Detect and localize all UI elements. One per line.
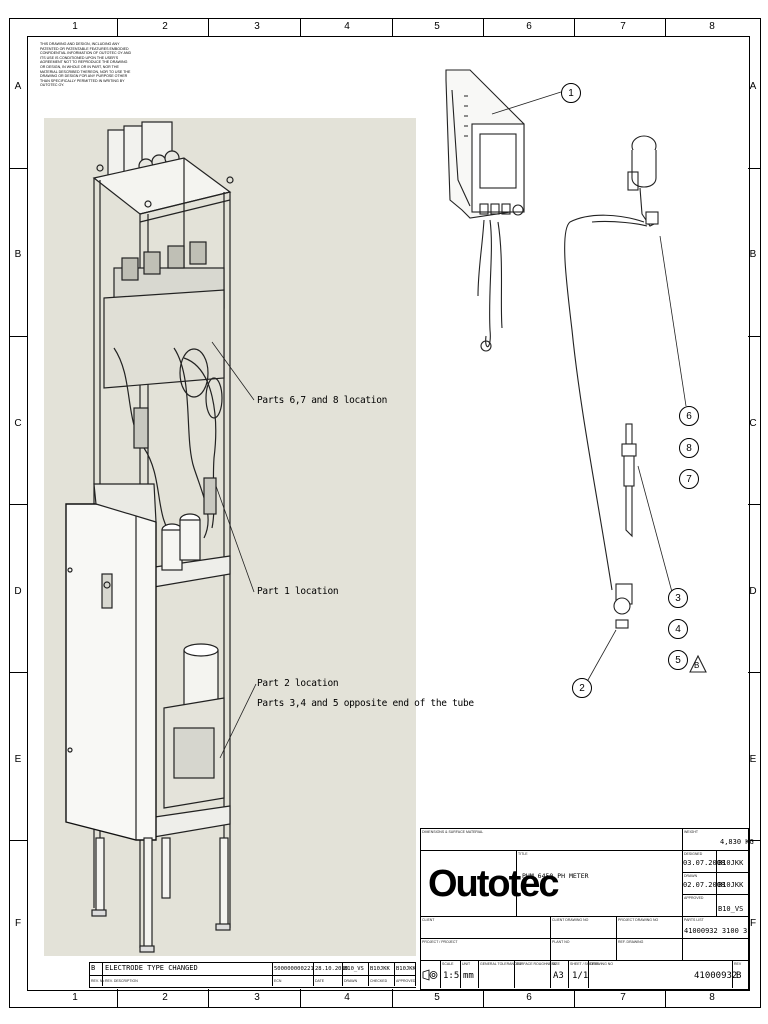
- zone-col-6-bottom: 6: [526, 992, 532, 1003]
- parts-list-number: 41000932 3100 3: [684, 927, 748, 935]
- revision-row-ecn: 500000000221: [274, 966, 314, 972]
- callout-parts-678-location: Parts 6,7 and 8 location: [257, 395, 388, 406]
- zone-row-b-right: B: [749, 249, 757, 260]
- zone-col-4-bottom: 4: [344, 992, 350, 1003]
- zone-row-e-left: E: [14, 754, 22, 765]
- sheet-value: 1/1: [572, 971, 589, 981]
- plant-field-label: PLANT NO: [552, 940, 570, 944]
- drawn-by: B10JKK: [718, 881, 744, 889]
- zone-row-b-left: B: [14, 249, 22, 260]
- balloon-part-7: 7: [679, 469, 699, 489]
- title-block: [420, 828, 749, 990]
- isometric-cabinet-view: [44, 118, 416, 956]
- weight-field-label: WEIGHT: [684, 830, 698, 834]
- zone-row-d-right: D: [749, 586, 757, 597]
- rev-field-label: REV: [734, 962, 742, 966]
- drawn-header: DRAWN: [344, 979, 358, 983]
- zone-row-a-left: A: [14, 81, 22, 92]
- zone-col-2-bottom: 2: [162, 992, 168, 1003]
- zone-row-f-left: F: [14, 918, 22, 929]
- revision-triangle-marker: B: [694, 661, 700, 670]
- revision-row-description: ELECTRODE TYPE CHANGED: [105, 964, 198, 972]
- client-field-label: CLIENT: [422, 918, 435, 922]
- drawing-border-inner: [27, 36, 750, 991]
- zone-col-1-bottom: 1: [72, 992, 78, 1003]
- zone-col-5-bottom: 5: [434, 992, 440, 1003]
- parts-list-field-label: PARTS LIST: [684, 918, 704, 922]
- zone-row-c-right: C: [749, 418, 757, 429]
- drawn-date: 02.07.2008: [683, 881, 726, 889]
- balloon-part-2: 2: [572, 678, 592, 698]
- balloon-part-3: 3: [668, 588, 688, 608]
- zone-col-7-bottom: 7: [620, 992, 626, 1003]
- size-field-label: SIZE: [552, 962, 560, 966]
- drawing-title: PHM 6450 PH METER: [522, 872, 589, 880]
- designed-by: B10JKK: [718, 859, 744, 867]
- callout-parts-345-location: Parts 3,4 and 5 opposite end of the tube: [257, 698, 474, 709]
- project-drawing-field-label: PROJECT DRAWING NO: [618, 918, 659, 922]
- rev-no-header: REV. No: [91, 979, 105, 983]
- title-field-label: TITLE: [518, 852, 528, 856]
- balloon-part-4: 4: [668, 619, 688, 639]
- zone-col-3-bottom: 3: [254, 992, 260, 1003]
- zone-row-f-right: F: [749, 918, 757, 929]
- zone-row-c-left: C: [14, 418, 22, 429]
- size-value: A3: [553, 971, 564, 981]
- ecn-header: ECN: [274, 979, 282, 983]
- zone-col-7-top: 7: [620, 21, 626, 32]
- zone-col-1-top: 1: [72, 21, 78, 32]
- callout-part-1-location: Part 1 location: [257, 586, 339, 597]
- unit-field-label: UNIT: [462, 962, 471, 966]
- zone-col-5-top: 5: [434, 21, 440, 32]
- zone-col-8-bottom: 8: [709, 992, 715, 1003]
- approved-by: B10_VS: [718, 905, 744, 913]
- projection-symbol-icon: [422, 968, 438, 982]
- balloon-part-5: 5: [668, 650, 688, 670]
- checked-header: CHECKED: [370, 979, 388, 983]
- callout-part-2-location: Part 2 location: [257, 678, 339, 689]
- material-field-label: DIMENSIONS & SURFACE MATERIAL: [422, 830, 484, 834]
- surface-roughness-field-label: SURFACE ROUGHNESS: [516, 962, 557, 966]
- company-logo: Outotec: [428, 863, 560, 905]
- date-header: DATE: [315, 979, 325, 983]
- revision-row-rev: B: [91, 964, 96, 972]
- balloon-part-8: 8: [679, 438, 699, 458]
- drawing-number: 41000932: [694, 971, 738, 981]
- rev-description-header: REV. DESCRIPTION: [105, 979, 138, 983]
- zone-col-2-top: 2: [162, 21, 168, 32]
- weight-value: 4,830 KG: [720, 838, 754, 846]
- drawing-border-outer: [9, 18, 761, 1008]
- revision-row-checked: B10JKK: [370, 966, 390, 972]
- zone-row-a-right: A: [749, 81, 757, 92]
- zone-row-e-right: E: [749, 754, 757, 765]
- sheet-field-label: SHEET / SHEETS: [570, 962, 599, 966]
- zone-col-3-top: 3: [254, 21, 260, 32]
- revision-row-date: 28.10.2010: [315, 966, 349, 972]
- drawn-field-label: DRAWN: [684, 874, 698, 878]
- zone-col-4-top: 4: [344, 21, 350, 32]
- revision-value: B: [736, 971, 742, 981]
- general-tolerances-field-label: GENERAL TOLERANCES: [480, 962, 522, 966]
- designed-date: 03.07.2008: [683, 859, 726, 867]
- zone-row-d-left: D: [14, 586, 22, 597]
- revision-row-approved: B10JKK: [396, 966, 416, 972]
- client-drawing-field-label: CLIENT DRAWING NO: [552, 918, 589, 922]
- cabinet-drawing: [65, 121, 257, 953]
- project-field-label: PROJECT / PROJECT: [422, 940, 458, 944]
- zone-col-8-top: 8: [709, 21, 715, 32]
- approved-field-label: APPROVED: [684, 896, 704, 900]
- scale-value: 1:5: [443, 971, 460, 981]
- ref-drawing-field-label: REF. DRAWING: [618, 940, 644, 944]
- designed-field-label: DESIGNED: [684, 852, 703, 856]
- revision-row-drawn: B10_VS: [344, 966, 364, 972]
- scale-field-label: SCALE: [442, 962, 454, 966]
- balloon-part-6: 6: [679, 406, 699, 426]
- confidentiality-notice: THIS DRAWING AND DESIGN, INCLUDING ANY P…: [40, 42, 132, 88]
- approved-header: APPROVED: [396, 979, 416, 983]
- balloon-part-1: 1: [561, 83, 581, 103]
- unit-value: mm: [463, 971, 474, 981]
- zone-col-6-top: 6: [526, 21, 532, 32]
- drawing-no-field-label: DRAWING NO: [590, 962, 614, 966]
